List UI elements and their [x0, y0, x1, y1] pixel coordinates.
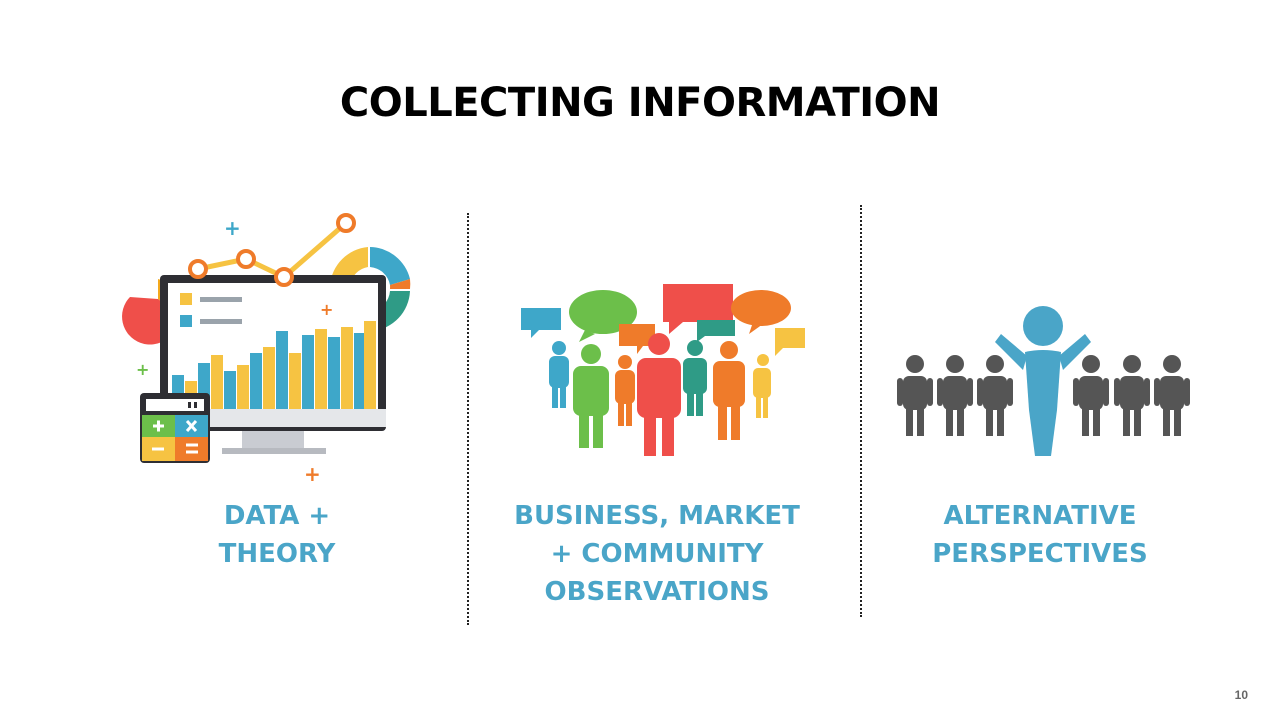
caption-line: PERSPECTIVES [932, 539, 1148, 569]
caption-line: + COMMUNITY [550, 539, 764, 569]
caption-line: ALTERNATIVE [943, 501, 1137, 531]
standout-person-icon [897, 306, 1190, 456]
slide-title: COLLECTING INFORMATION [339, 80, 941, 126]
svg-text:+: + [304, 462, 321, 485]
people-conversation-icon [521, 284, 805, 456]
analytics-dashboard-icon: + + + + [122, 213, 411, 485]
caption-line: BUSINESS, MARKET [514, 501, 800, 531]
svg-text:+: + [320, 300, 333, 319]
caption-line: DATA + [223, 501, 331, 531]
page-number: 10 [1234, 688, 1248, 702]
caption-line: THEORY [218, 539, 336, 569]
svg-text:+: + [136, 360, 149, 379]
column-caption-data-theory: DATA + THEORY [117, 497, 437, 573]
column-caption-perspectives: ALTERNATIVE PERSPECTIVES [880, 497, 1200, 573]
column-divider [860, 205, 862, 617]
column-divider [467, 213, 469, 625]
column-caption-observations: BUSINESS, MARKET + COMMUNITY OBSERVATION… [497, 497, 817, 611]
caption-line: OBSERVATIONS [544, 577, 770, 607]
svg-text:+: + [224, 216, 241, 240]
